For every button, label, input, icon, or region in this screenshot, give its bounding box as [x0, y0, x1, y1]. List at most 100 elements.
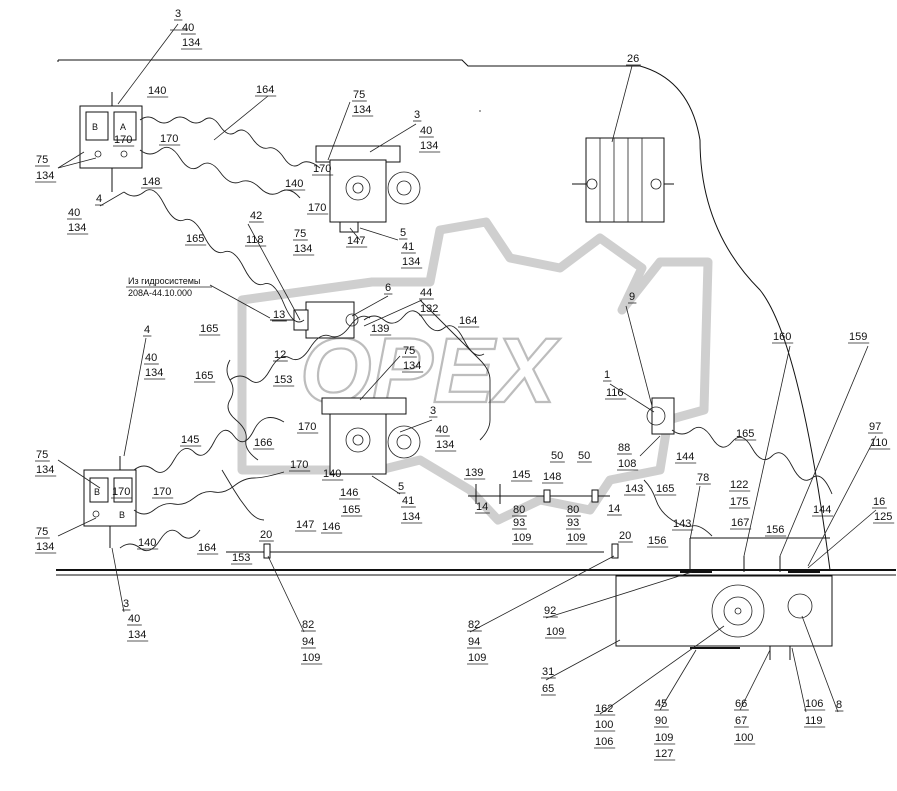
- callout-l14b: 14: [608, 503, 620, 515]
- callout-l65: 65: [542, 683, 554, 695]
- callout-l134c: 134: [420, 140, 438, 152]
- callout-l166: 166: [254, 437, 272, 449]
- callout-l160: 160: [773, 331, 791, 343]
- callout-l66: 66: [735, 698, 747, 710]
- callout-l75c: 75: [294, 228, 306, 240]
- callout-l40f: 40: [128, 613, 140, 625]
- callout-l140c: 140: [323, 468, 341, 480]
- callout-l100a: 100: [595, 719, 613, 731]
- callout-l78: 78: [697, 472, 709, 484]
- callout-l145b: 145: [512, 469, 530, 481]
- callout-l20b: 20: [619, 530, 631, 542]
- callout-l4a: 4: [96, 193, 102, 205]
- callout-l134l: 134: [402, 511, 420, 523]
- callout-l106a: 106: [595, 736, 613, 748]
- callout-l41a: 41: [402, 241, 414, 253]
- callout-l100b: 100: [735, 732, 753, 744]
- callout-l146a: 146: [340, 487, 358, 499]
- callout-l80b: 80: [567, 504, 579, 516]
- callout-l4b: 4: [144, 324, 150, 336]
- callout-l164c: 164: [198, 542, 216, 554]
- callout-l144b: 144: [813, 504, 831, 516]
- callout-l9: 9: [629, 291, 635, 303]
- callout-l140a: 140: [148, 85, 166, 97]
- callout-l143a: 143: [625, 483, 643, 495]
- port-b-label: B: [92, 122, 98, 132]
- callout-l40a: 40: [182, 22, 194, 34]
- callout-l134i: 134: [403, 360, 421, 372]
- callout-l93b: 93: [567, 517, 579, 529]
- callout-l153b: 153: [232, 552, 250, 564]
- callout-l44: 44: [420, 287, 432, 299]
- callout-l156b: 156: [648, 535, 666, 547]
- callout-l165e: 165: [656, 483, 674, 495]
- callout-l170d: 170: [308, 202, 326, 214]
- callout-l162: 162: [595, 703, 613, 715]
- callout-l8: 8: [836, 699, 842, 711]
- port-b-label-2: B: [94, 487, 100, 497]
- callout-l42: 42: [250, 210, 262, 222]
- callout-l139a: 139: [371, 323, 389, 335]
- callout-l16: 16: [873, 496, 885, 508]
- callout-l110: 110: [870, 437, 888, 449]
- callout-l109a: 109: [513, 532, 531, 544]
- callout-l147a: 147: [347, 235, 365, 247]
- callout-l82a: 82: [302, 619, 314, 631]
- callout-l134a: 134: [182, 37, 200, 49]
- callout-l94a: 94: [302, 636, 314, 648]
- callout-l40b: 40: [420, 125, 432, 137]
- callout-l31: 31: [542, 666, 554, 678]
- callout-l40c: 40: [68, 207, 80, 219]
- callout-l165c: 165: [195, 370, 213, 382]
- callout-l164a: 164: [256, 84, 274, 96]
- callout-l80a: 80: [513, 504, 525, 516]
- valve-block-bottom-left: B B: [83, 456, 137, 548]
- callout-l134d: 134: [36, 170, 54, 182]
- callout-l40d: 40: [145, 352, 157, 364]
- callout-l88: 88: [618, 442, 630, 454]
- leader-lines: [57, 23, 877, 715]
- callout-l20a: 20: [260, 529, 272, 541]
- callout-l3c: 3: [430, 405, 436, 417]
- callout-l159: 159: [849, 331, 867, 343]
- pump-assembly-top: [315, 145, 421, 233]
- hoses: [119, 116, 833, 552]
- callout-l106b: 106: [805, 698, 823, 710]
- callout-l134k: 134: [36, 464, 54, 476]
- callout-l118: 118: [246, 234, 264, 246]
- callout-l147b: 147: [296, 519, 314, 531]
- callout-l122: 122: [730, 479, 748, 491]
- callout-l145a: 145: [181, 434, 199, 446]
- callout-l139b: 139: [465, 467, 483, 479]
- callout-l67: 67: [735, 715, 747, 727]
- callout-l50a: 50: [551, 450, 563, 462]
- callout-l175: 175: [730, 496, 748, 508]
- callout-l109e: 109: [468, 652, 486, 664]
- callout-l12: 12: [274, 349, 286, 361]
- callout-l109f: 109: [655, 732, 673, 744]
- callout-l134n: 134: [128, 629, 146, 641]
- motor-unit: [646, 397, 675, 435]
- callout-l50b: 50: [578, 450, 590, 462]
- callout-l153a: 153: [274, 374, 292, 386]
- callout-l170e: 170: [298, 421, 316, 433]
- callout-l26: 26: [627, 53, 639, 65]
- callout-l5a: 5: [400, 227, 406, 239]
- callout-l6: 6: [385, 282, 391, 294]
- callout-l164b: 164: [459, 315, 477, 327]
- callout-l170h: 170: [153, 486, 171, 498]
- callout-l75f: 75: [36, 526, 48, 538]
- callout-l165f: 165: [342, 504, 360, 516]
- callout-l45: 45: [655, 698, 667, 710]
- hydraulic-tank: [615, 575, 833, 660]
- callout-l109b: 109: [567, 532, 585, 544]
- callout-l134g: 134: [402, 256, 420, 268]
- callout-l143b: 143: [673, 518, 691, 530]
- callout-l170c: 170: [313, 163, 331, 175]
- callout-l75d: 75: [403, 345, 415, 357]
- callout-l5b: 5: [398, 481, 404, 493]
- callout-l148a: 148: [142, 176, 160, 188]
- callout-l108: 108: [618, 458, 636, 470]
